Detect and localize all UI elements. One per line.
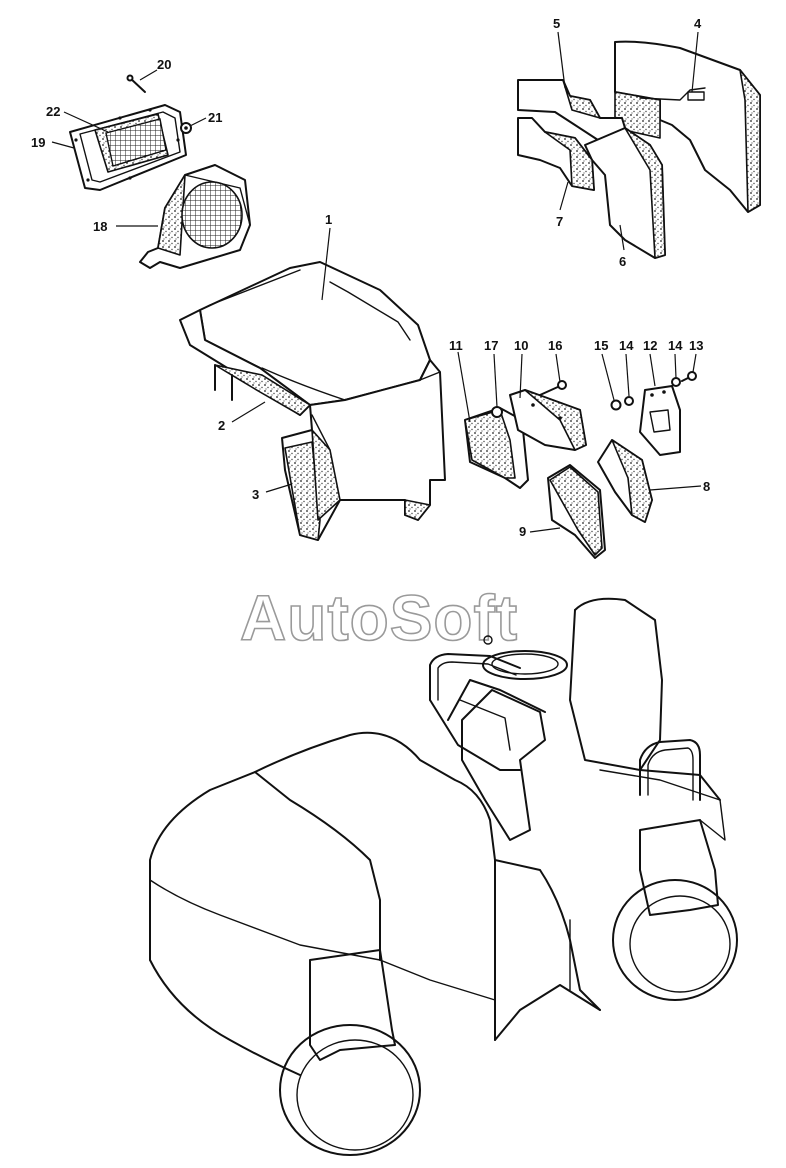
watermark-text: AutoSoft bbox=[240, 582, 518, 654]
callout-21: 21 bbox=[208, 110, 222, 125]
part-6-lower-panel bbox=[584, 127, 666, 259]
callout-9: 9 bbox=[519, 524, 526, 539]
callout-2: 2 bbox=[218, 418, 225, 433]
part-16-bolt bbox=[539, 380, 567, 396]
callout-22: 22 bbox=[46, 104, 60, 119]
part-13-bolt bbox=[681, 371, 697, 382]
part-10-bracket bbox=[509, 389, 587, 451]
callout-10: 10 bbox=[514, 338, 528, 353]
callout-16: 16 bbox=[548, 338, 562, 353]
callout-6: 6 bbox=[619, 254, 626, 269]
callout-14-right: 14 bbox=[668, 338, 683, 353]
part-4-side-panel bbox=[614, 40, 761, 213]
part-8-cover bbox=[597, 439, 653, 523]
roller-machine-illustration bbox=[149, 597, 738, 1156]
callout-12: 12 bbox=[643, 338, 657, 353]
leader-lines bbox=[51, 31, 702, 533]
part-17-washer bbox=[491, 406, 503, 418]
part-3-hood-body bbox=[281, 359, 446, 541]
callout-labels: 1 2 3 4 5 6 7 8 9 10 11 12 13 14 14 15 1… bbox=[31, 16, 710, 539]
part-7-lower-panel bbox=[517, 117, 595, 191]
part-15-nut bbox=[610, 399, 622, 411]
callout-3: 3 bbox=[252, 487, 259, 502]
part-21-nut bbox=[180, 122, 192, 134]
part-18-fan-shroud bbox=[139, 164, 251, 269]
callout-13: 13 bbox=[689, 338, 703, 353]
callout-15: 15 bbox=[594, 338, 608, 353]
part-14-washer-right bbox=[671, 377, 681, 387]
part-12-plate bbox=[639, 385, 681, 456]
callout-18: 18 bbox=[93, 219, 107, 234]
callout-4: 4 bbox=[694, 16, 702, 31]
part-19-grille-frame bbox=[69, 104, 187, 191]
callout-7: 7 bbox=[556, 214, 563, 229]
callout-1: 1 bbox=[325, 212, 332, 227]
part-11-cover bbox=[464, 407, 529, 489]
callout-17: 17 bbox=[484, 338, 498, 353]
callout-8: 8 bbox=[703, 479, 710, 494]
callout-20: 20 bbox=[157, 57, 171, 72]
callout-19: 19 bbox=[31, 135, 45, 150]
part-9-cover bbox=[547, 464, 606, 559]
callout-5: 5 bbox=[553, 16, 560, 31]
part-1-hood-top bbox=[199, 261, 431, 406]
callout-14-left: 14 bbox=[619, 338, 634, 353]
callout-11: 11 bbox=[449, 338, 463, 353]
part-14-washer-left bbox=[624, 396, 634, 406]
part-20-screw bbox=[126, 74, 146, 93]
